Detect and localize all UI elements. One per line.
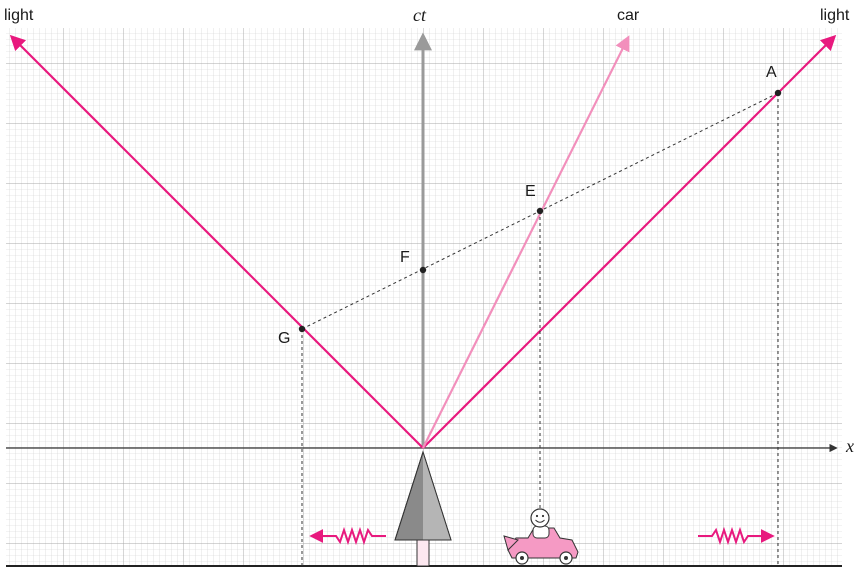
event-point-g [299,326,305,332]
label-car: car [617,7,640,24]
label-point-f: F [400,249,410,266]
smiley-icon [531,509,549,527]
label-x-axis: x [845,436,854,456]
label-point-e: E [525,183,536,200]
label-light-right: light [820,7,850,24]
label-light-left: light [4,7,34,24]
event-point-a [775,90,781,96]
event-point-e [537,208,543,214]
event-point-f [420,267,426,273]
label-ct-axis: ct [413,5,427,25]
label-point-a: A [766,64,777,81]
label-point-g: G [278,330,290,347]
